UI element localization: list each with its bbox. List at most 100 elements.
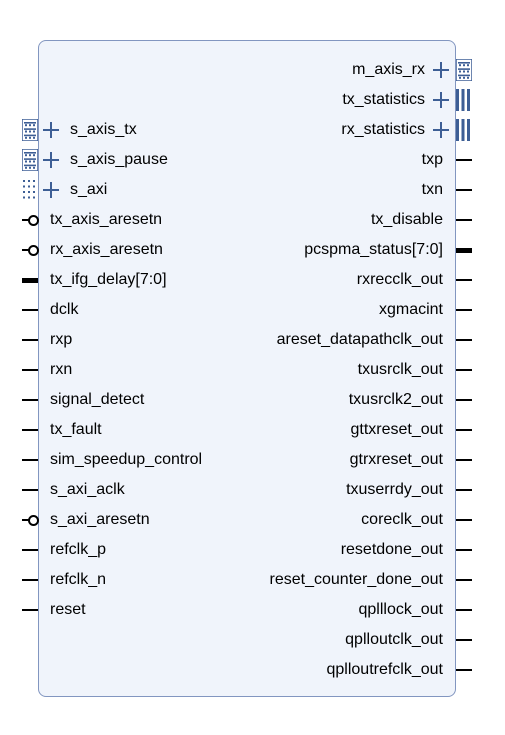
port-tx-disable[interactable]: tx_disable	[0, 205, 505, 235]
port-qplllock-out[interactable]: qplllock_out	[0, 595, 505, 625]
port-label: rx_statistics	[341, 121, 425, 138]
port-reset-counter-done-out[interactable]: reset_counter_done_out	[0, 565, 505, 595]
bus-pin-stub	[456, 248, 472, 253]
pin-stub	[456, 339, 472, 341]
port-label: qplllock_out	[358, 601, 444, 618]
port-rx-statistics[interactable]: rx_statistics	[0, 115, 505, 145]
port-label: rxp	[50, 331, 73, 348]
pin-stub	[22, 429, 38, 431]
pin-stub	[22, 309, 38, 311]
port-tx-fault[interactable]: tx_fault	[0, 415, 505, 445]
port-label: gttxreset_out	[350, 421, 444, 438]
expand-plus-icon[interactable]	[42, 181, 60, 199]
pin-stub	[22, 489, 38, 491]
port-label: s_axis_tx	[70, 121, 137, 138]
bus-pin-stub	[22, 278, 38, 283]
port-label: txusrclk2_out	[348, 391, 443, 408]
port-label: reset_counter_done_out	[269, 571, 443, 588]
port-label: areset_datapathclk_out	[276, 331, 443, 348]
port-label: dclk	[50, 301, 79, 318]
pin-stub	[456, 219, 472, 221]
ip-block[interactable]	[38, 40, 456, 697]
port-tx-statistics[interactable]: tx_statistics	[0, 85, 505, 115]
port-label: txusrclk_out	[357, 361, 443, 378]
port-txuserrdy-out[interactable]: txuserrdy_out	[0, 475, 505, 505]
port-sim-speedup-control[interactable]: sim_speedup_control	[0, 445, 505, 475]
expand-plus-icon[interactable]	[432, 121, 450, 139]
port-coreclk-out[interactable]: coreclk_out	[0, 505, 505, 535]
port-rxp[interactable]: rxp	[0, 325, 505, 355]
port-rxrecclk-out[interactable]: rxrecclk_out	[0, 265, 505, 295]
active-low-bubble-icon	[28, 245, 39, 256]
port-s-axi[interactable]: s_axi	[0, 175, 505, 205]
port-label: tx_fault	[50, 421, 102, 438]
port-label: tx_disable	[370, 211, 443, 228]
pin-stub	[22, 459, 38, 461]
port-m-axis-rx[interactable]: m_axis_rx	[0, 55, 505, 85]
expand-plus-icon[interactable]	[42, 121, 60, 139]
port-label: signal_detect	[50, 391, 145, 408]
port-label: pcspma_status[7:0]	[304, 241, 443, 258]
port-txusrclk-out[interactable]: txusrclk_out	[0, 355, 505, 385]
port-resetdone-out[interactable]: resetdone_out	[0, 535, 505, 565]
port-tx-axis-aresetn[interactable]: tx_axis_aresetn	[0, 205, 505, 235]
port-label: tx_ifg_delay[7:0]	[50, 271, 167, 288]
port-label: s_axi_aresetn	[50, 511, 150, 528]
port-label: txp	[421, 151, 443, 168]
port-rxn[interactable]: rxn	[0, 355, 505, 385]
port-label: refclk_n	[50, 571, 107, 588]
port-txusrclk2-out[interactable]: txusrclk2_out	[0, 385, 505, 415]
port-label: m_axis_rx	[352, 61, 425, 78]
port-s-axis-tx[interactable]: s_axis_tx	[0, 115, 505, 145]
expand-plus-icon[interactable]	[432, 91, 450, 109]
pin-stub	[456, 459, 472, 461]
port-tx-ifg-delay[interactable]: tx_ifg_delay[7:0]	[0, 265, 505, 295]
port-label: gtrxreset_out	[349, 451, 443, 468]
port-qplloutclk-out[interactable]: qplloutclk_out	[0, 625, 505, 655]
port-gtrxreset-out[interactable]: gtrxreset_out	[0, 445, 505, 475]
pin-stub	[22, 369, 38, 371]
port-xgmacint[interactable]: xgmacint	[0, 295, 505, 325]
port-label: qplloutclk_out	[345, 631, 443, 648]
port-gttxreset-out[interactable]: gttxreset_out	[0, 415, 505, 445]
pin-stub	[456, 669, 472, 671]
pin-stub	[456, 279, 472, 281]
port-reset[interactable]: reset	[0, 595, 505, 625]
pin-stub	[456, 489, 472, 491]
port-label: coreclk_out	[361, 511, 443, 528]
pin-stub	[456, 579, 472, 581]
port-s-axi-aclk[interactable]: s_axi_aclk	[0, 475, 505, 505]
port-s-axi-aresetn[interactable]: s_axi_aresetn	[0, 505, 505, 535]
port-rx-axis-aresetn[interactable]: rx_axis_aresetn	[0, 235, 505, 265]
pin-stub	[456, 159, 472, 161]
pin-stub	[456, 549, 472, 551]
port-signal-detect[interactable]: signal_detect	[0, 385, 505, 415]
pin-stub	[456, 369, 472, 371]
pin-stub	[456, 189, 472, 191]
port-s-axis-pause[interactable]: s_axis_pause	[0, 145, 505, 175]
port-label: txn	[421, 181, 443, 198]
pin-stub	[456, 609, 472, 611]
statistics-bus-icon	[456, 89, 470, 116]
port-refclk-n[interactable]: refclk_n	[0, 565, 505, 595]
port-txp[interactable]: txp	[0, 145, 505, 175]
pin-stub	[456, 639, 472, 641]
active-low-bubble-icon	[28, 215, 39, 226]
port-label: resetdone_out	[340, 541, 443, 558]
pin-stub	[22, 579, 38, 581]
port-label: s_axis_pause	[70, 151, 168, 168]
port-refclk-p[interactable]: refclk_p	[0, 535, 505, 565]
expand-plus-icon[interactable]	[432, 61, 450, 79]
pin-stub	[22, 399, 38, 401]
port-label: rx_axis_aresetn	[50, 241, 163, 258]
port-pcspma-status[interactable]: pcspma_status[7:0]	[0, 235, 505, 265]
pin-stub	[22, 339, 38, 341]
port-label: tx_axis_aresetn	[50, 211, 163, 228]
expand-plus-icon[interactable]	[42, 151, 60, 169]
port-dclk[interactable]: dclk	[0, 295, 505, 325]
port-txn[interactable]: txn	[0, 175, 505, 205]
pin-stub	[456, 519, 472, 521]
port-areset-datapathclk-out[interactable]: areset_datapathclk_out	[0, 325, 505, 355]
port-qplloutrefclk-out[interactable]: qplloutrefclk_out	[0, 655, 505, 685]
active-low-bubble-icon	[28, 515, 39, 526]
